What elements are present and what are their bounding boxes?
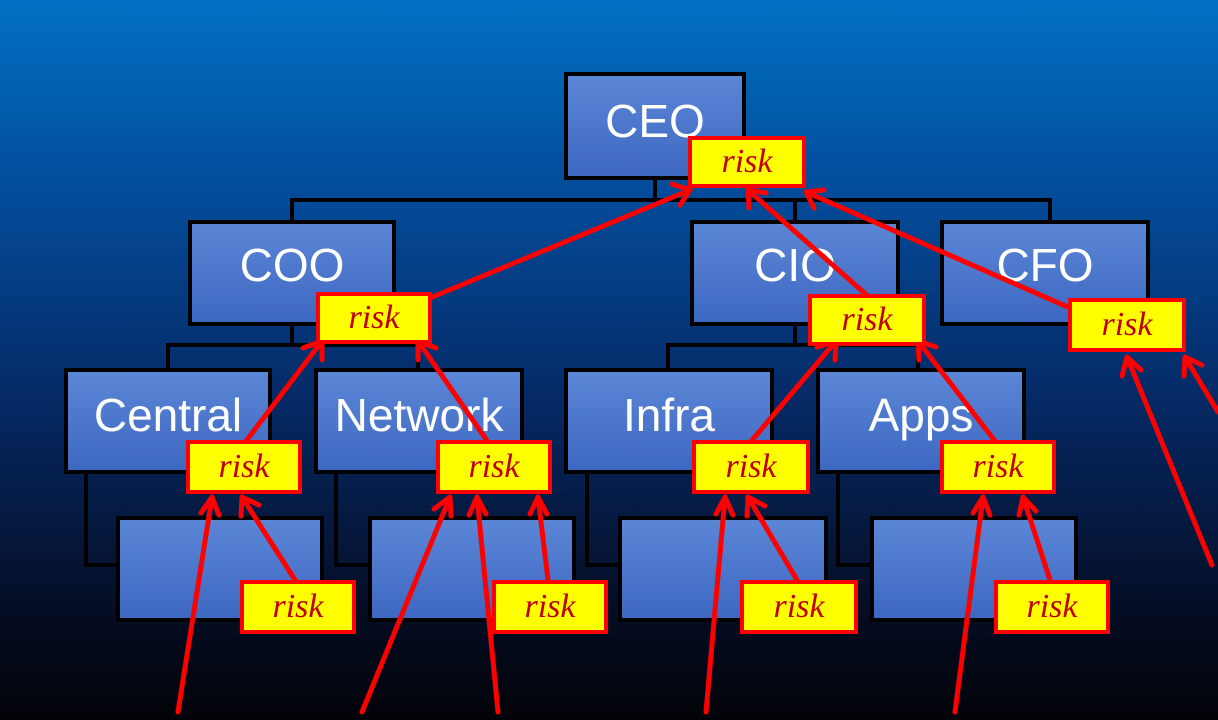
arrow-apps-child-to-apps — [1020, 494, 1053, 583]
arrow-bottom-to-infra — [703, 494, 728, 715]
risk-label: risk — [524, 588, 576, 625]
risk-tag-cfo: risk — [1068, 298, 1186, 352]
arrow-bottom-to-network-a — [359, 494, 453, 715]
arrowhead-bottom-to-apps — [970, 494, 993, 518]
arrowhead-into-cfo-1 — [1119, 354, 1144, 379]
arrow-coo-to-ceo — [427, 187, 693, 301]
arrow-infra-to-cio — [745, 338, 839, 448]
arrow-infra-child-to-infra — [745, 494, 800, 583]
arrowhead-cfo-to-ceo — [803, 187, 827, 211]
arrowhead-into-cfo-2 — [1181, 354, 1205, 379]
risk-label: risk — [972, 448, 1024, 485]
infra-box: Infra — [564, 368, 774, 474]
arrowhead-cio-to-ceo — [745, 187, 769, 211]
arrow-network-to-coo — [415, 338, 493, 448]
arrowhead-coo-to-ceo — [669, 181, 693, 208]
connector-apps-child — [836, 472, 872, 567]
arrowhead-central-child-to-central — [238, 494, 262, 519]
central-label: Central — [93, 389, 243, 441]
risk-tag-network: risk — [436, 440, 552, 494]
risk-tag-coo: risk — [316, 292, 432, 344]
arrowhead-network-child-to-network — [527, 494, 550, 517]
risk-tag-infra-child: risk — [740, 580, 858, 634]
risk-tag-central-child: risk — [240, 580, 356, 634]
risk-label: risk — [721, 143, 773, 180]
connector-infra-child — [585, 472, 620, 567]
arrow-bottom-to-network-b — [474, 494, 501, 715]
risk-label: risk — [272, 588, 324, 625]
risk-tag-ceo: risk — [688, 136, 806, 188]
cfo-box: CFO — [940, 220, 1150, 326]
risk-label: risk — [725, 448, 777, 485]
arrowhead-apps-child-to-apps — [1016, 494, 1039, 518]
arrowhead-bottom-to-central — [198, 494, 222, 518]
risk-label: risk — [348, 299, 400, 336]
arrow-cfo-to-ceo — [803, 189, 1073, 311]
arrow-central-to-coo — [240, 338, 325, 448]
risk-label: risk — [773, 588, 825, 625]
arrowhead-bottom-to-infra — [713, 494, 736, 518]
coo-label: COO — [239, 239, 345, 291]
risk-label: risk — [1101, 306, 1153, 343]
arrowhead-infra-child-to-infra — [744, 494, 768, 519]
arrow-into-cfo-1 — [1124, 354, 1215, 568]
risk-label: risk — [1026, 588, 1078, 625]
infra-label: Infra — [622, 389, 716, 441]
arrow-bottom-to-apps — [952, 494, 986, 715]
arrow-bottom-to-central — [175, 494, 215, 715]
arrowhead-bottom-to-network-b — [466, 494, 489, 518]
arrow-central-child-to-central — [239, 494, 298, 583]
risk-tag-network-child: risk — [492, 580, 608, 634]
risk-tag-central: risk — [186, 440, 302, 494]
risk-label: risk — [218, 448, 270, 485]
network-label: Network — [334, 389, 504, 441]
arrow-cio-to-ceo — [745, 187, 873, 301]
apps-label: Apps — [868, 389, 974, 441]
risk-label: risk — [841, 301, 893, 338]
risk-tag-apps: risk — [940, 440, 1056, 494]
arrowhead-bottom-to-network-a — [431, 494, 454, 519]
connector-network-child — [334, 472, 370, 567]
connector-central-child — [84, 472, 118, 567]
cio-label: CIO — [754, 239, 836, 291]
risk-tag-cio: risk — [808, 294, 926, 346]
arrow-network-child-to-network — [535, 494, 551, 583]
risk-tag-apps-child: risk — [994, 580, 1110, 634]
arrow-apps-to-cio — [915, 338, 1001, 448]
arrow-into-cfo-2 — [1182, 354, 1218, 415]
risk-label: risk — [468, 448, 520, 485]
risk-tag-infra: risk — [692, 440, 810, 494]
